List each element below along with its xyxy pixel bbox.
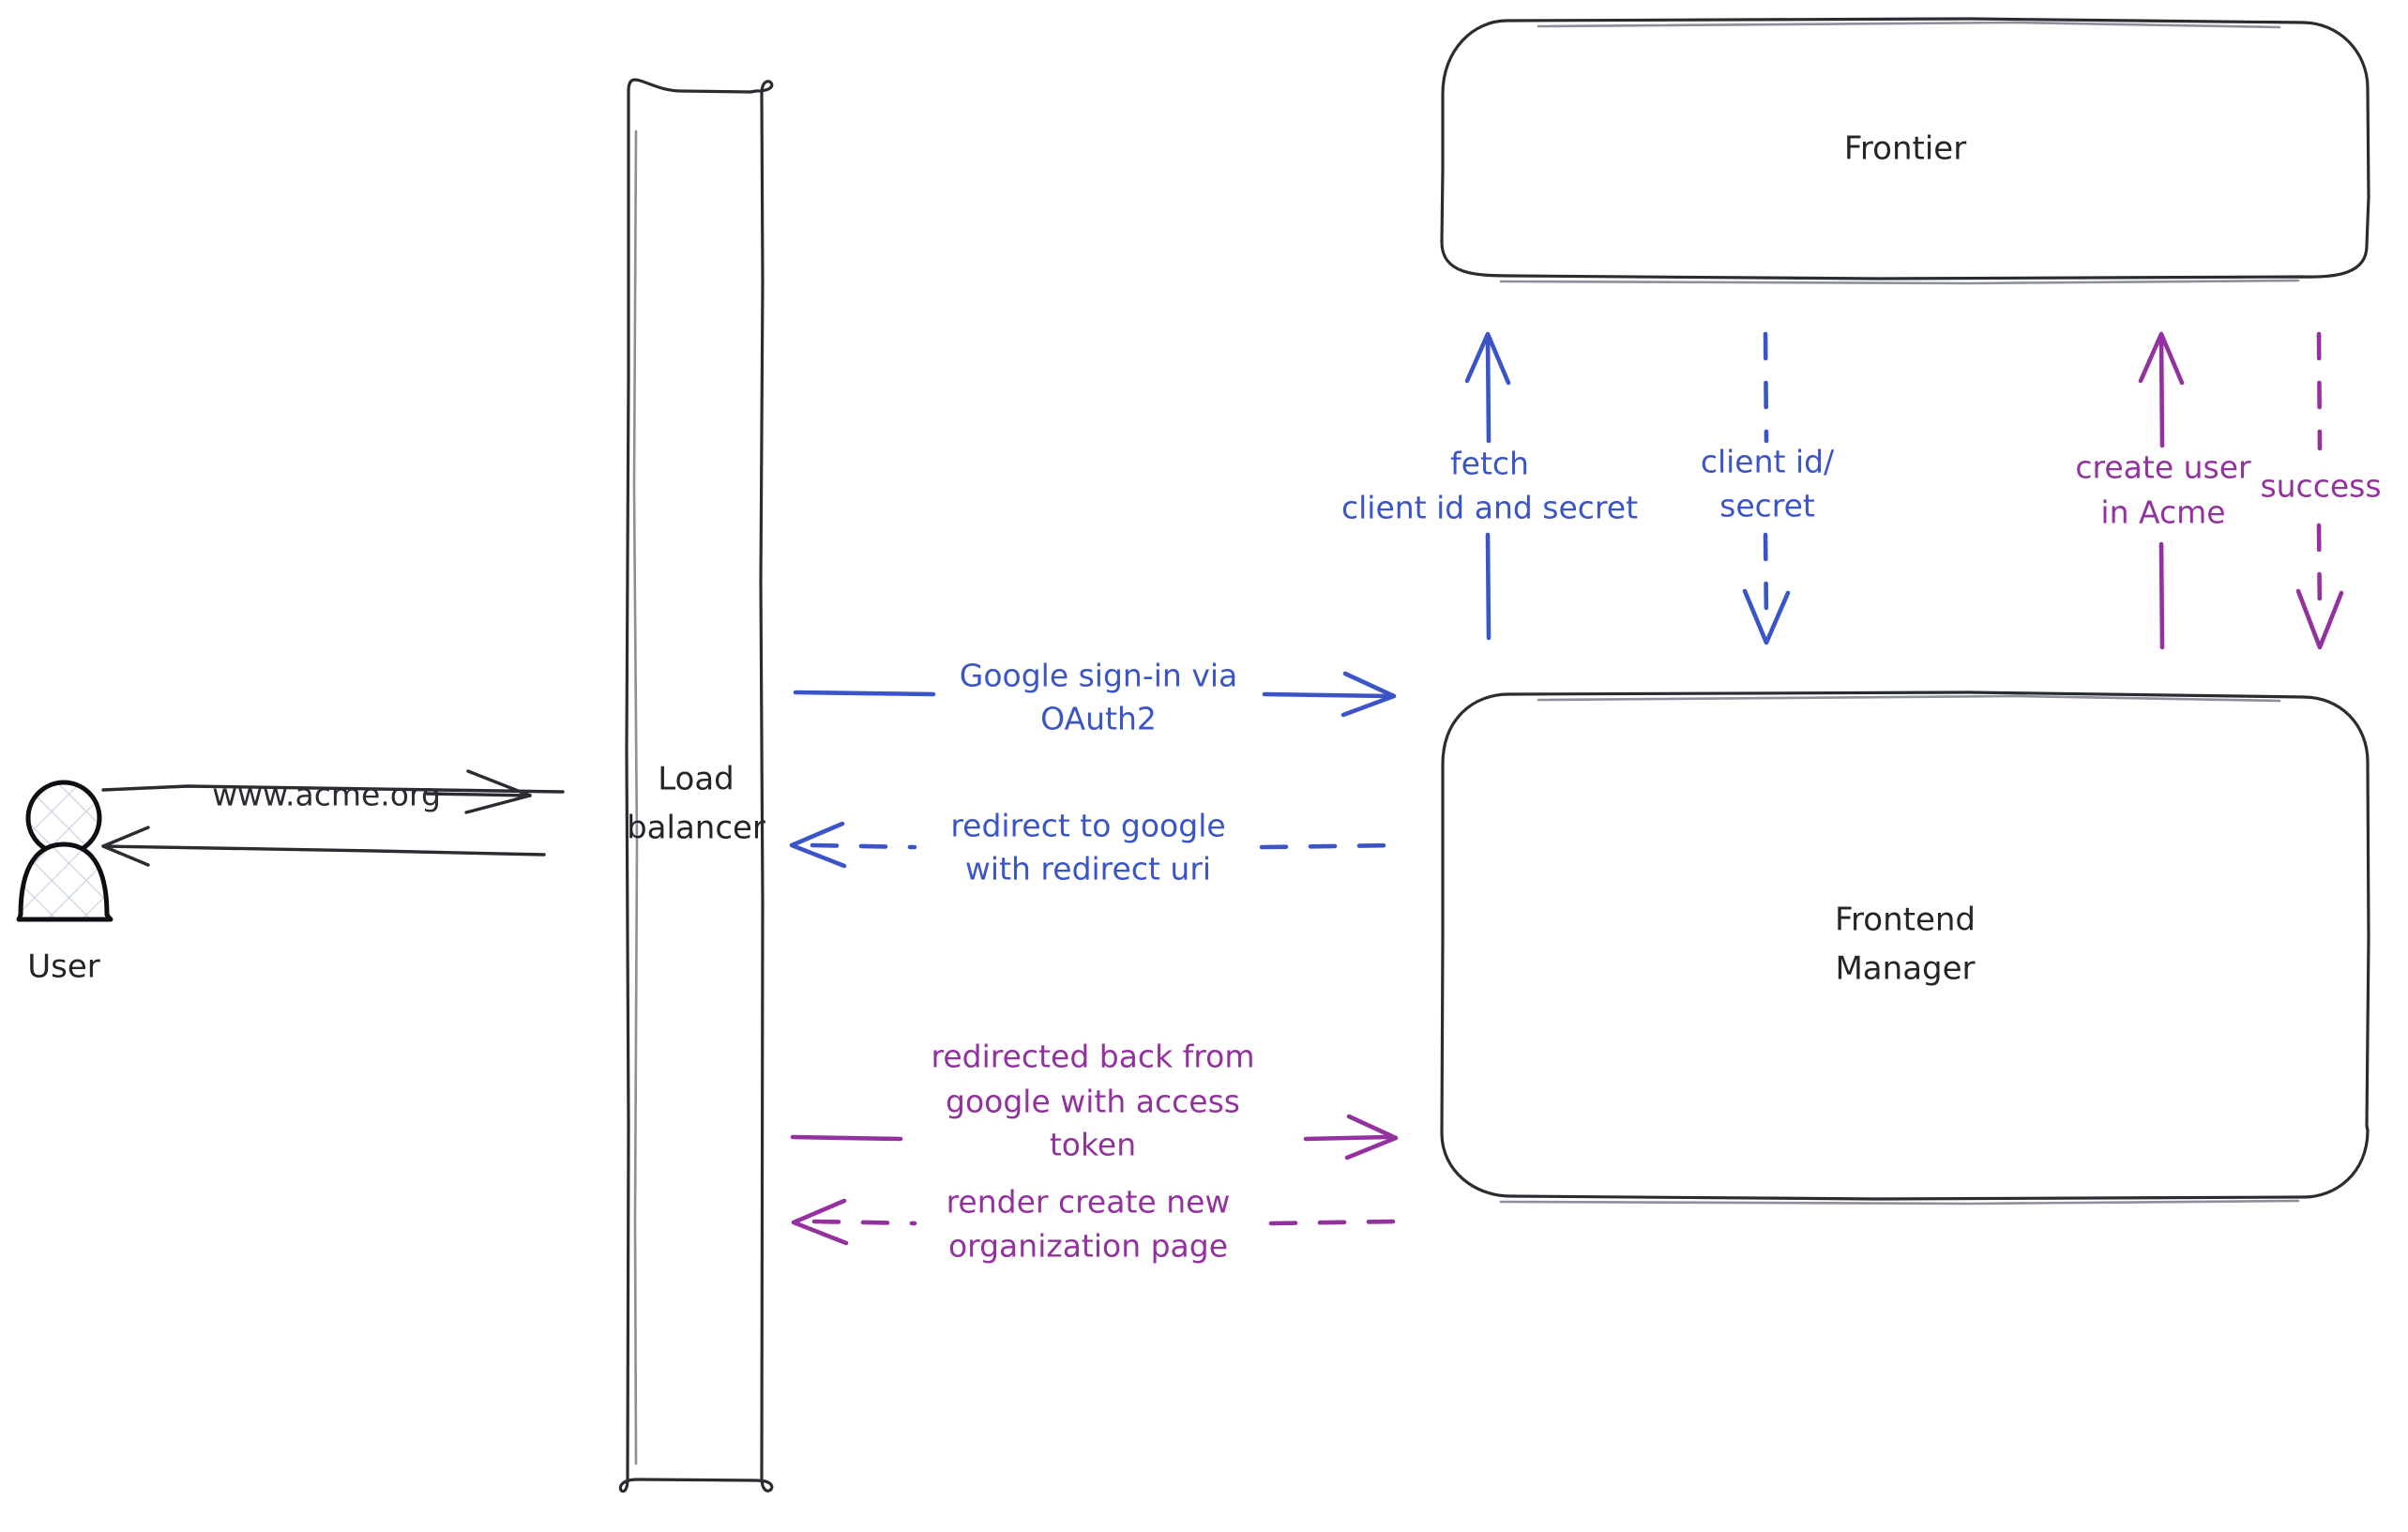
- edge-fetch-credentials-label-line1: fetch: [1450, 446, 1529, 482]
- frontier-label: Frontier: [1844, 130, 1966, 168]
- edge-fetch-credentials-label-line2: client id and secret: [1341, 490, 1638, 526]
- edge-google-signin-oauth2[interactable]: Google sign-in via OAuth2: [793, 658, 1397, 737]
- edge-redirect-to-google-label-line2: with redirect uri: [965, 851, 1211, 887]
- load-balancer-label-line2: balancer: [627, 810, 765, 847]
- edge-redirected-back-with-access-token[interactable]: redirected back from google with access …: [790, 1039, 1399, 1163]
- edge-create-user-label-line1: create user: [2075, 449, 2251, 486]
- edge-load-balancer-to-user[interactable]: [101, 826, 546, 867]
- frontend-manager-node[interactable]: Frontend Manager: [1440, 690, 2370, 1206]
- load-balancer-label-line1: Load: [658, 761, 735, 798]
- frontier-node[interactable]: Frontier: [1440, 17, 2370, 285]
- edge-client-id-secret-label-line2: secret: [1719, 488, 1815, 524]
- load-balancer-node[interactable]: Load balancer: [618, 78, 774, 1494]
- edge-create-user-in-acme[interactable]: create user in Acme: [2075, 331, 2251, 650]
- frontend-manager-label-line1: Frontend: [1835, 902, 1976, 939]
- edge-user-to-load-balancer[interactable]: www.acme.org: [101, 769, 565, 814]
- edge-google-signin-label-line1: Google sign-in via: [960, 658, 1237, 694]
- edge-access-token-label-line3: token: [1050, 1127, 1136, 1163]
- edge-client-id-secret[interactable]: client id/ secret: [1701, 331, 1835, 645]
- edge-success[interactable]: success: [2260, 331, 2382, 650]
- frontend-manager-label-line2: Manager: [1835, 950, 1975, 988]
- edge-create-user-label-line2: in Acme: [2100, 494, 2225, 531]
- edge-success-label: success: [2260, 468, 2381, 505]
- edge-access-token-label-line1: redirected back from: [931, 1039, 1255, 1075]
- user-actor-label: User: [27, 948, 100, 986]
- user-actor[interactable]: User: [16, 780, 114, 986]
- edge-user-to-load-balancer-label: www.acme.org: [212, 777, 441, 813]
- edge-fetch-client-id-and-secret[interactable]: fetch client id and secret: [1341, 331, 1638, 641]
- edge-redirect-to-google[interactable]: redirect to google with redirect uri: [789, 808, 1402, 887]
- edge-access-token-label-line2: google with access: [946, 1084, 1240, 1120]
- edge-render-org-page-label-line2: organization page: [948, 1228, 1228, 1265]
- edge-redirect-to-google-label-line1: redirect to google: [950, 808, 1225, 844]
- edge-render-create-new-organization-page[interactable]: render create new organization page: [791, 1184, 1401, 1265]
- edge-client-id-secret-label-line1: client id/: [1701, 444, 1835, 480]
- edge-google-signin-label-line2: OAuth2: [1040, 701, 1157, 737]
- edge-render-org-page-label-line1: render create new: [947, 1184, 1231, 1221]
